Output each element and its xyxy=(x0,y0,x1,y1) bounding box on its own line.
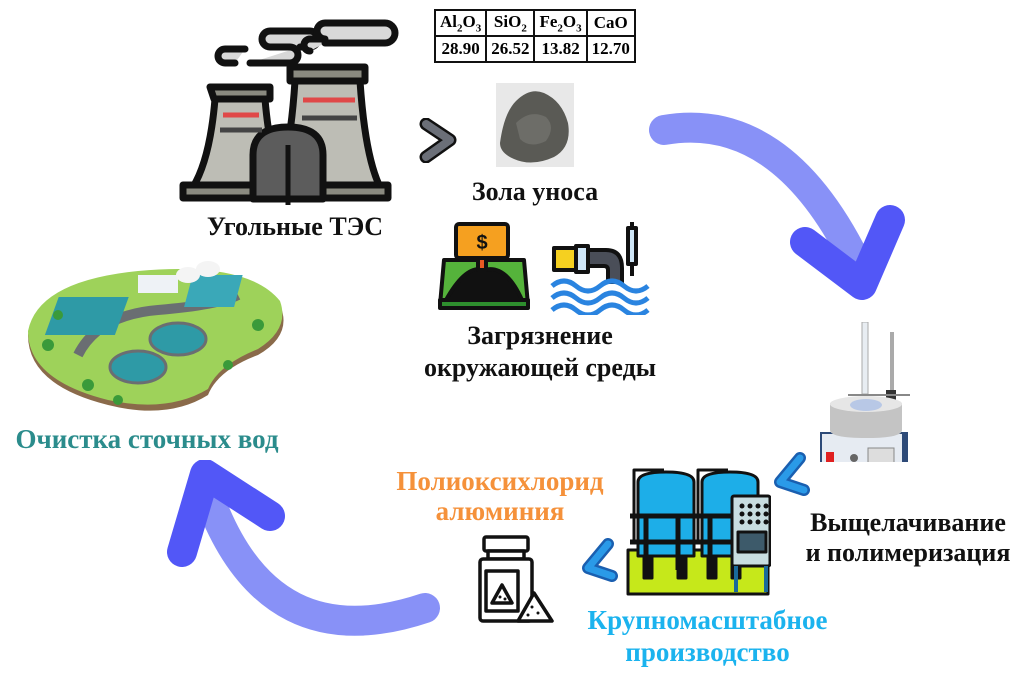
industrial-tanks-icon xyxy=(626,468,771,596)
water-pollution-icon xyxy=(550,222,650,315)
fly-ash-photo xyxy=(496,83,574,167)
lab-heating-mantle-icon xyxy=(820,322,910,462)
production-label-line1: Крупномасштабное xyxy=(587,605,828,635)
ash-pile-icon xyxy=(500,91,569,163)
production-label-line2: производство xyxy=(625,637,790,667)
value-sio2: 26.52 xyxy=(485,35,536,64)
leaching-label: Выщелачивание и полимеризация xyxy=(792,508,1024,568)
fly-ash-label: Зола уноса xyxy=(471,177,599,206)
header-fe2o3: Fe2O3 xyxy=(533,8,588,38)
header-cao: CaO xyxy=(585,8,636,38)
power-plant-icon xyxy=(179,19,399,205)
pac-label: Полиоксихлорид алюминия xyxy=(385,466,615,526)
composition-value-row: 28.90 26.52 13.82 12.70 xyxy=(433,35,636,64)
land-pollution-icon: $ xyxy=(438,222,530,310)
header-al2o3: Al2O3 xyxy=(433,8,488,38)
cycle-arrow-up xyxy=(167,460,440,636)
powder-jar-icon xyxy=(478,535,554,623)
wastewater-plant-icon xyxy=(28,261,284,411)
pollution-label: Загрязнение окружающей среды xyxy=(405,320,675,384)
pollution-label-line2: окружающей среды xyxy=(423,353,657,382)
chevron-right-icon xyxy=(419,118,457,163)
svg-text:$: $ xyxy=(476,232,487,254)
header-sio2: SiO2 xyxy=(485,8,536,38)
value-fe2o3: 13.82 xyxy=(533,35,588,64)
chevron-left-icon xyxy=(582,538,618,582)
production-label: Крупномасштабное производство xyxy=(565,604,850,668)
wastewater-label: Очистка сточных вод xyxy=(15,424,279,454)
chevron-left-icon xyxy=(774,452,810,496)
pac-label-line1: Полиоксихлорид xyxy=(396,466,604,496)
composition-table: Al2O3 SiO2 Fe2O3 CaO 28.90 26.52 13.82 1… xyxy=(433,8,636,64)
cycle-arrow-down xyxy=(649,112,905,300)
power-plant-label: Угольные ТЭС xyxy=(206,212,384,241)
leaching-label-line2: и полимеризация xyxy=(805,538,1011,567)
value-al2o3: 28.90 xyxy=(433,35,488,64)
pac-label-line2: алюминия xyxy=(435,496,565,526)
pollution-label-line1: Загрязнение xyxy=(467,321,613,350)
leaching-label-line1: Выщелачивание xyxy=(810,508,1006,537)
composition-header-row: Al2O3 SiO2 Fe2O3 CaO xyxy=(433,8,636,38)
value-cao: 12.70 xyxy=(585,35,636,64)
